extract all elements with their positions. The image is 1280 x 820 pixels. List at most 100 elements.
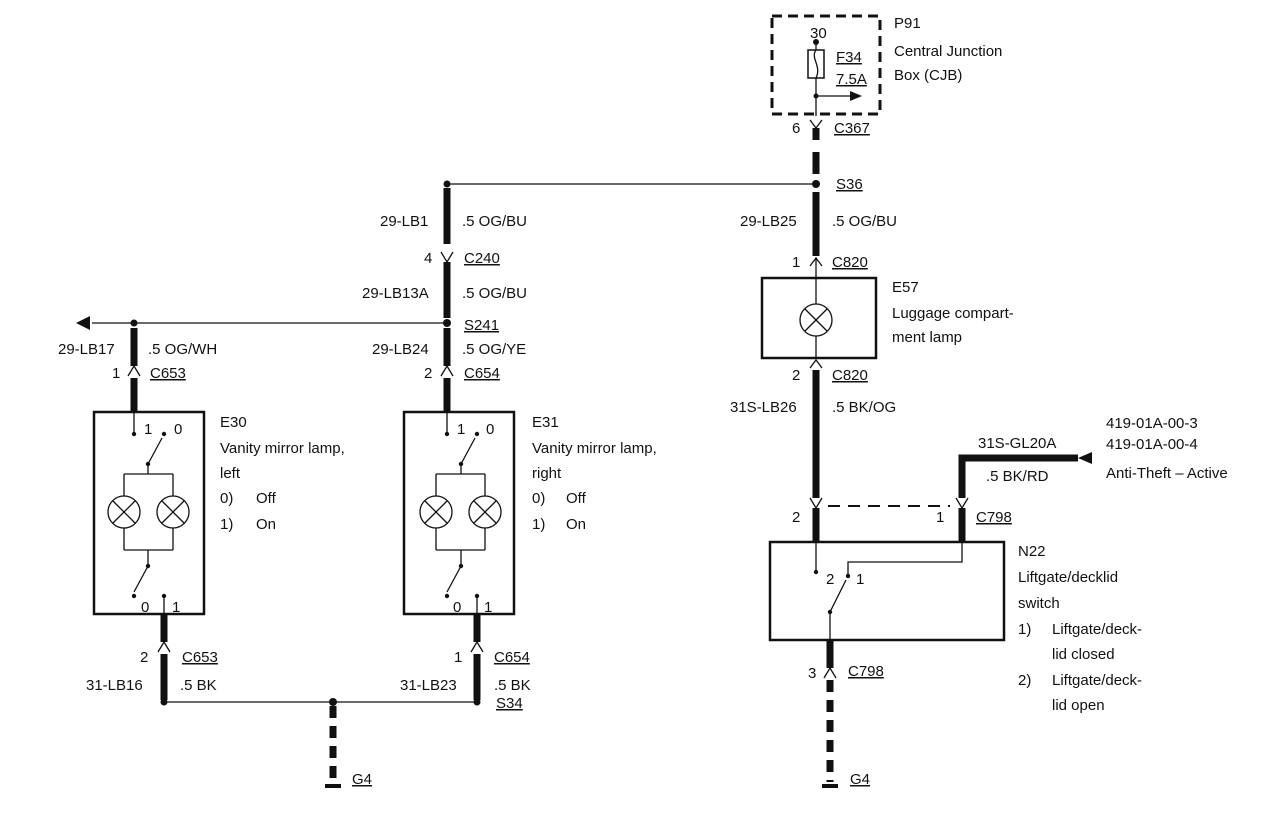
c240-pin: 4: [424, 250, 432, 267]
bulb-icon: [419, 495, 453, 529]
wire-lb25-code: 29-LB25: [740, 213, 797, 230]
c654-top-pin: 2: [424, 365, 432, 382]
right-lower-wiring: 2 1 C798 2 C820 31S-LB26 .5 BK/OG 31S-GL…: [730, 358, 1228, 542]
n22-id: N22: [1018, 543, 1046, 560]
bulb-icon: [799, 303, 833, 337]
e30-vanity-lamp-left: 1 0 0 1 E30 Vanity mirror lamp, left 0) …: [92, 410, 345, 616]
e57-box: [760, 276, 878, 360]
c820-top-id: C820: [832, 254, 868, 271]
ref-line3: Anti-Theft – Active: [1106, 465, 1228, 482]
e30-state1-num: 1): [220, 516, 233, 533]
n22-name-line1: Liftgate/decklid: [1018, 569, 1118, 586]
bulb-icon: [468, 495, 502, 529]
n22-s1-num: 1): [1018, 621, 1031, 638]
wire-lb17-code: 29-LB17: [58, 341, 115, 358]
e57-luggage-lamp: E57 Luggage compart- ment lamp: [760, 276, 1014, 360]
c654-bot-id: C654: [494, 649, 530, 666]
fuse-rating: 7.5A: [836, 71, 867, 88]
connector-c653-bot-symbol: [157, 640, 171, 653]
e31-name-line1: Vanity mirror lamp,: [532, 440, 657, 457]
cjb-name-line1: Central Junction: [894, 43, 1002, 60]
cjb-pin-label: 30: [810, 25, 827, 42]
e30-dot: [845, 573, 851, 579]
arrow-right-icon: [850, 91, 862, 101]
e30-contact-1: [131, 431, 137, 437]
e30-contact-0: [161, 431, 167, 437]
n22-s2-line2: lid open: [1052, 697, 1105, 714]
e30-state0: Off: [256, 490, 277, 507]
c367-pin: 6: [792, 120, 800, 137]
right-ground-wiring: 3 C798 G4: [808, 640, 884, 788]
e30-sw-top-1: 1: [144, 421, 152, 438]
n22-sw-2: 2: [826, 571, 834, 588]
c653-top-id: C653: [150, 365, 186, 382]
wire-lb16-spec: .5 BK: [180, 677, 217, 694]
g4-left-id: G4: [352, 771, 372, 788]
wire-lb13a-spec: .5 OG/BU: [462, 285, 527, 302]
left-branch-wire: 29-LB17 .5 OG/WH 1 C653: [58, 316, 447, 412]
c798-top-pin-right: 1: [936, 509, 944, 526]
connector-c820-bot-symbol: [809, 358, 823, 369]
wire-gl20a: [958, 454, 1078, 498]
e31-vanity-lamp-right: 1 0 0 1 E31 Vanity mirror lamp, right 0)…: [402, 410, 657, 616]
wire-lb25-spec: .5 OG/BU: [832, 213, 897, 230]
e31-sw-top-1: 1: [457, 421, 465, 438]
n22-s1-line1: Liftgate/deck-: [1052, 621, 1142, 638]
bulb-icon: [156, 495, 190, 529]
e31-box: [402, 410, 516, 616]
e30-state0-num: 0): [220, 490, 233, 507]
ref-line2: 419-01A-00-4: [1106, 436, 1198, 453]
e31-state0: Off: [566, 490, 587, 507]
e57-name-line1: Luggage compart-: [892, 305, 1014, 322]
e31-sw-bot-0: 0: [453, 599, 461, 616]
c820-bot-id: C820: [832, 367, 868, 384]
e30-sw-bot-0: 0: [141, 599, 149, 616]
e30-sw-bot-1: 1: [172, 599, 180, 616]
e30-id: E30: [220, 414, 247, 431]
ref-line1: 419-01A-00-3: [1106, 415, 1198, 432]
e30-dot: [813, 569, 819, 575]
e31-switch-top-blade: [460, 437, 476, 465]
n22-switch-blade: [829, 579, 847, 613]
wire-lb23-code: 31-LB23: [400, 677, 457, 694]
s34-id: S34: [496, 695, 523, 712]
wire-lb13a-code: 29-LB13A: [362, 285, 429, 302]
e31-sw-bot-1: 1: [484, 599, 492, 616]
p91-central-junction-box: 30 F34 7.5A P91 Central Junction Box (CJ…: [770, 14, 1002, 116]
wire-lb17-spec: .5 OG/WH: [148, 341, 217, 358]
c654-top-id: C654: [464, 365, 500, 382]
wire-lb26-code: 31S-LB26: [730, 399, 797, 416]
c798-top-id: C798: [976, 509, 1012, 526]
wire-lb16-code: 31-LB16: [86, 677, 143, 694]
n22-name-line2: switch: [1018, 595, 1060, 612]
e31-state1: On: [566, 516, 586, 533]
connector-c798-bot-symbol: [823, 666, 837, 679]
connector-c653-top-symbol: [127, 364, 141, 377]
e30-box: [92, 410, 206, 616]
bulb-icon: [107, 495, 141, 529]
e57-name-line2: ment lamp: [892, 329, 962, 346]
e31-state0-num: 0): [532, 490, 545, 507]
n22-box: [768, 540, 1006, 642]
e31-state1-num: 1): [532, 516, 545, 533]
cjb-dashed-outline: [770, 14, 882, 116]
wire-corner-dot: [443, 180, 451, 188]
e30-contact-bot-0: [131, 593, 137, 599]
fuse-id: F34: [836, 49, 862, 66]
n22-s1-line2: lid closed: [1052, 646, 1115, 663]
center-main-wire: 29-LB1 .5 OG/BU 4 C240 29-LB13A .5 OG/BU…: [362, 180, 527, 412]
e31-sw-top-0: 0: [486, 421, 494, 438]
g4-right-id: G4: [850, 771, 870, 788]
e30-switch-top-blade: [147, 437, 163, 465]
e31-contact-1: [444, 431, 450, 437]
wire-lb1-code: 29-LB1: [380, 213, 428, 230]
arrow-left-icon: [1078, 452, 1092, 464]
s241-id: S241: [464, 317, 499, 334]
e31-contact-0: [474, 431, 480, 437]
e31-name-line2: right: [532, 465, 562, 482]
connector-c240-symbol: [440, 251, 454, 264]
wire-lb1-spec: .5 OG/BU: [462, 213, 527, 230]
c653-bot-pin: 2: [140, 649, 148, 666]
right-main-wire: 6 C367 S36 29-LB25 .5 OG/BU 1 C820: [740, 119, 897, 278]
e57-id: E57: [892, 279, 919, 296]
